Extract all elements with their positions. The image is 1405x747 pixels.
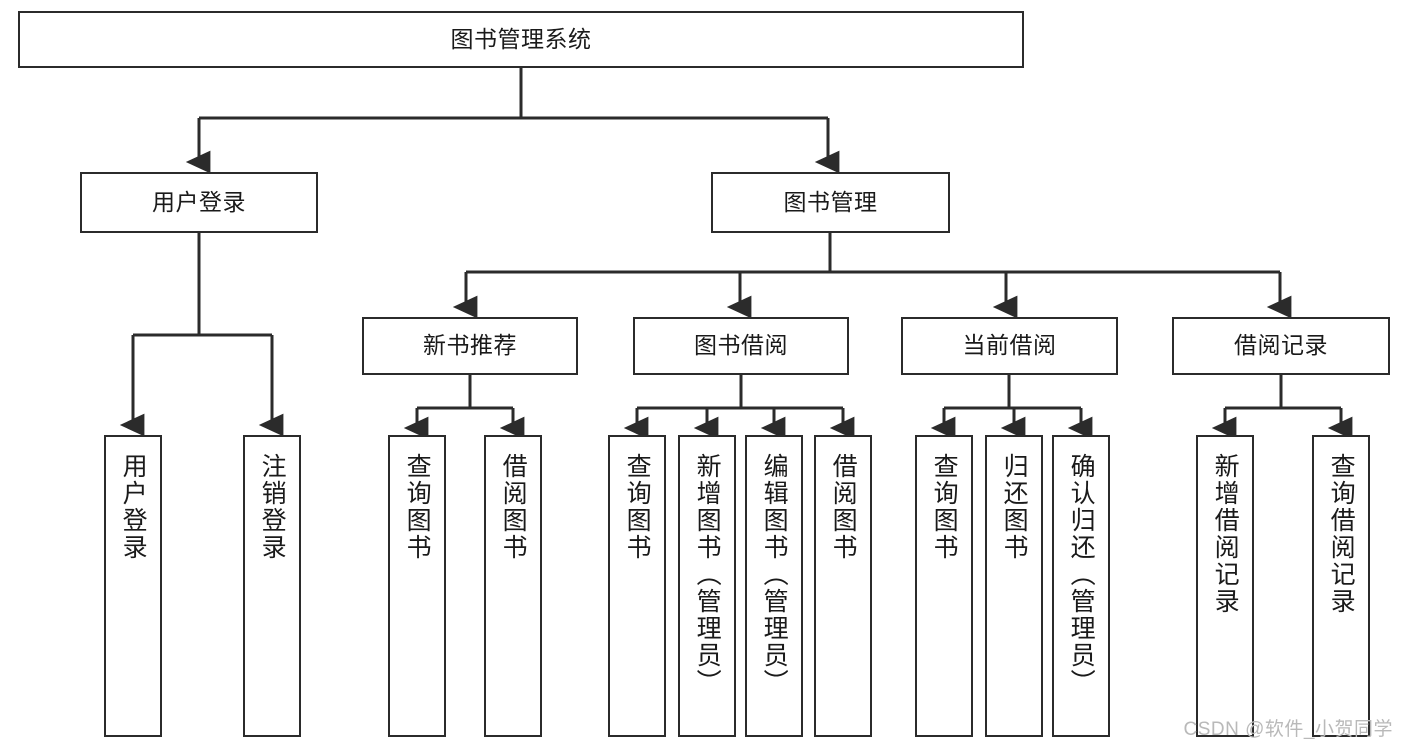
node-label: 查询图书 (930, 453, 959, 561)
node-leaf-add-book-admin[interactable]: 新增图书（管理员） (678, 435, 736, 737)
node-leaf-confirm-return-admin[interactable]: 确认归还（管理员） (1052, 435, 1110, 737)
node-label: 新增借阅记录 (1211, 453, 1240, 615)
node-label: 借阅图书 (499, 453, 528, 561)
node-label: 查询图书 (403, 453, 432, 561)
node-leaf-edit-book-admin[interactable]: 编辑图书（管理员） (745, 435, 803, 737)
node-label: 图书借阅 (694, 332, 788, 359)
node-leaf-borrow-book-recommendation[interactable]: 借阅图书 (484, 435, 542, 737)
node-leaf-query-book-current[interactable]: 查询图书 (915, 435, 973, 737)
node-leaf-add-borrow-record[interactable]: 新增借阅记录 (1196, 435, 1254, 737)
node-label: 查询图书 (623, 453, 652, 561)
node-label: 新增图书（管理员） (693, 453, 722, 696)
node-user-login[interactable]: 用户登录 (80, 172, 318, 233)
node-label: 新书推荐 (423, 332, 517, 359)
node-label: 用户登录 (119, 453, 148, 561)
node-leaf-borrow-book[interactable]: 借阅图书 (814, 435, 872, 737)
node-root-book-management-system[interactable]: 图书管理系统 (18, 11, 1024, 68)
node-label: 确认归还（管理员） (1067, 453, 1096, 696)
node-current-borrowing[interactable]: 当前借阅 (901, 317, 1118, 375)
node-new-book-recommendation[interactable]: 新书推荐 (362, 317, 578, 375)
node-label: 当前借阅 (962, 332, 1057, 359)
node-label: 用户登录 (152, 188, 246, 215)
node-label: 借阅记录 (1234, 332, 1328, 359)
node-book-borrowing[interactable]: 图书借阅 (633, 317, 849, 375)
node-book-management[interactable]: 图书管理 (711, 172, 950, 233)
node-label: 注销登录 (258, 453, 287, 561)
csdn-watermark: CSDN @软件_小贺同学 (1183, 719, 1393, 740)
node-leaf-query-book-recommendation[interactable]: 查询图书 (388, 435, 446, 737)
node-label: 借阅图书 (829, 453, 858, 561)
node-label: 编辑图书（管理员） (760, 453, 789, 696)
node-leaf-query-borrow-record[interactable]: 查询借阅记录 (1312, 435, 1370, 737)
node-leaf-query-book-borrowing[interactable]: 查询图书 (608, 435, 666, 737)
node-leaf-user-login[interactable]: 用户登录 (104, 435, 162, 737)
node-label: 图书管理 (783, 188, 878, 215)
node-leaf-user-logout[interactable]: 注销登录 (243, 435, 301, 737)
node-leaf-return-book[interactable]: 归还图书 (985, 435, 1043, 737)
node-label: 归还图书 (1000, 453, 1029, 561)
node-label: 图书管理系统 (450, 25, 592, 52)
node-label: 查询借阅记录 (1327, 453, 1356, 615)
node-borrowing-record[interactable]: 借阅记录 (1172, 317, 1390, 375)
